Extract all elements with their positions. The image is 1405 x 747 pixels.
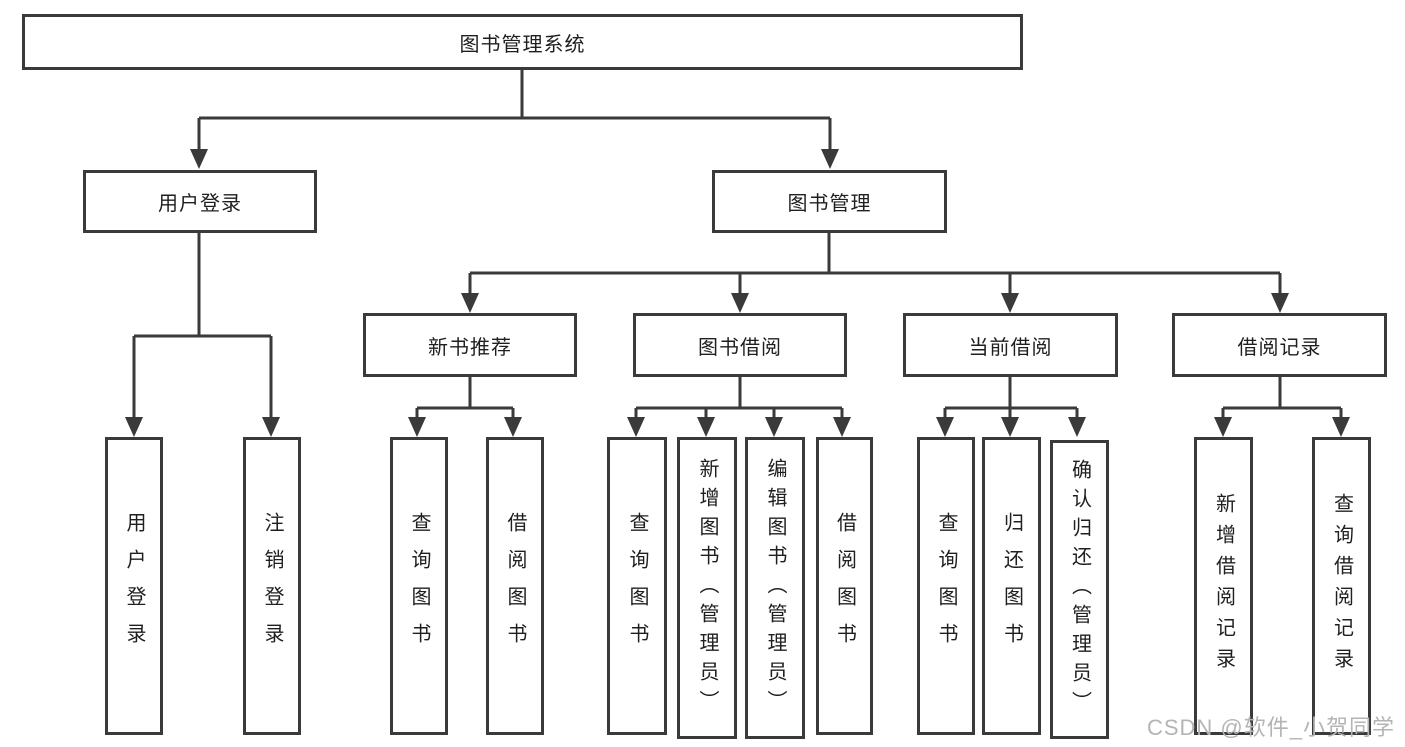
node-label: 借阅记录 — [1237, 336, 1322, 359]
node-label: 图书管理系统 — [459, 33, 586, 56]
edge-lines — [132, 69, 1343, 423]
leaf-user-login: 用户登录 — [105, 437, 163, 735]
node-label: 借阅图书 — [504, 512, 526, 660]
node-label: 新增图书（管理员） — [696, 457, 718, 719]
leaf-return-book: 归还图书 — [982, 437, 1041, 735]
node-book-borrow: 图书借阅 — [633, 313, 847, 377]
node-label: 编辑图书（管理员） — [764, 457, 786, 719]
leaf-borrow-book-recommend: 借阅图书 — [486, 437, 544, 735]
arrowhead — [731, 293, 749, 313]
node-label: 新书推荐 — [428, 336, 512, 359]
watermark: CSDN @软件_小贺同学 — [1146, 715, 1395, 740]
arrowhead — [190, 149, 208, 169]
arrowhead — [262, 417, 280, 437]
node-label: 查询图书 — [408, 512, 430, 660]
arrowhead — [821, 149, 839, 169]
arrowhead — [461, 293, 479, 313]
leaf-logout: 注销登录 — [243, 437, 301, 735]
arrowhead — [1068, 417, 1086, 437]
node-label: 当前借阅 — [968, 336, 1053, 359]
node-library-system: 图书管理系统 — [22, 14, 1023, 70]
node-label: 图书管理 — [787, 193, 872, 215]
leaf-query-borrow-record: 查询借阅记录 — [1312, 437, 1371, 735]
leaf-edit-book-admin: 编辑图书（管理员） — [745, 437, 805, 739]
leaf-add-borrow-record: 新增借阅记录 — [1194, 437, 1253, 735]
arrowhead — [833, 417, 851, 437]
node-label: 新增借阅记录 — [1212, 493, 1235, 679]
node-book-management: 图书管理 — [712, 170, 947, 233]
arrowhead — [1332, 417, 1350, 437]
node-label: 用户登录 — [123, 512, 145, 660]
node-label: 图书借阅 — [698, 336, 782, 359]
node-borrow-records: 借阅记录 — [1172, 313, 1387, 377]
node-label: 查询图书 — [626, 512, 648, 660]
node-new-book-recommend: 新书推荐 — [363, 313, 577, 377]
node-label: 注销登录 — [261, 512, 283, 660]
arrowhead — [697, 417, 715, 437]
node-label: 确认归还（管理员） — [1068, 459, 1091, 720]
leaf-add-book-admin: 新增图书（管理员） — [677, 437, 737, 739]
leaf-query-book-current: 查询图书 — [917, 437, 975, 735]
node-label: 查询借阅记录 — [1330, 493, 1353, 679]
node-label: 归还图书 — [1000, 512, 1023, 660]
arrowhead — [936, 417, 954, 437]
arrowhead — [1001, 417, 1019, 437]
node-label: 用户登录 — [158, 193, 242, 215]
leaf-borrow-book-borrow: 借阅图书 — [816, 437, 873, 735]
node-label: 查询图书 — [935, 512, 957, 660]
leaf-query-book-borrow: 查询图书 — [607, 437, 667, 735]
arrowhead — [765, 417, 783, 437]
arrowhead — [627, 417, 645, 437]
arrowhead — [1001, 293, 1019, 313]
leaf-confirm-return-admin: 确认归还（管理员） — [1050, 440, 1109, 739]
arrowhead — [408, 417, 426, 437]
node-user-login: 用户登录 — [83, 170, 317, 233]
node-label: 借阅图书 — [833, 512, 856, 660]
arrowhead — [1214, 417, 1232, 437]
node-current-borrow: 当前借阅 — [903, 313, 1118, 377]
leaf-query-book-recommend: 查询图书 — [390, 437, 448, 735]
arrowhead — [125, 417, 143, 437]
arrowhead — [1271, 293, 1289, 313]
arrowhead — [504, 417, 522, 437]
